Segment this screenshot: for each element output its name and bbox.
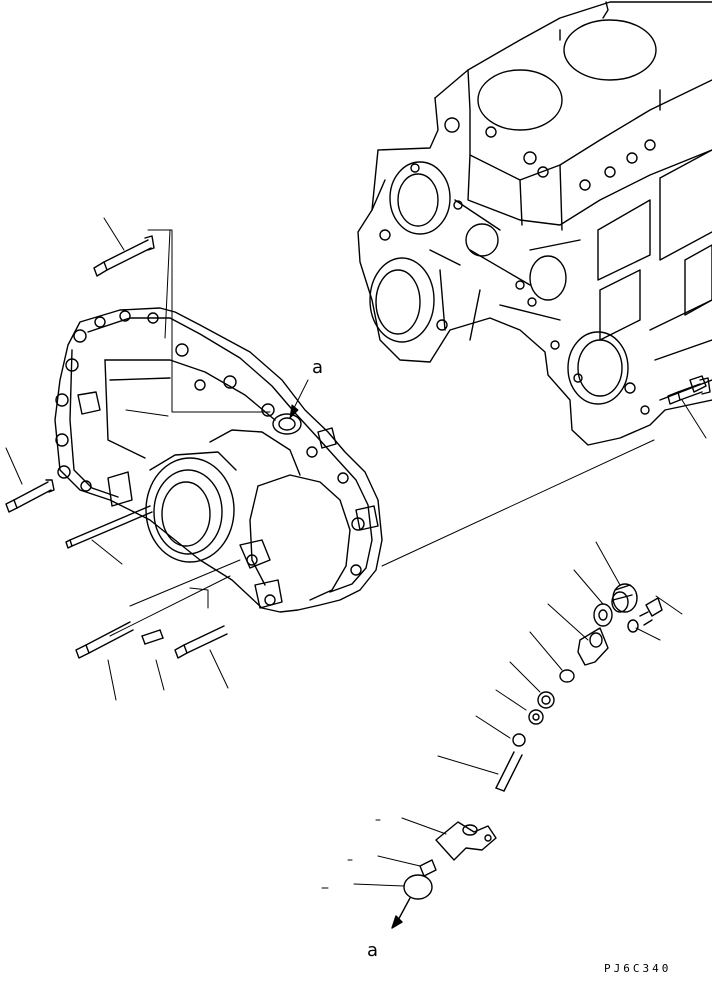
leader-lines: [5, 217, 707, 889]
breather-assembly: [391, 583, 663, 929]
engine-block: [357, 1, 712, 446]
front-cover: [54, 307, 383, 613]
drawing-code: PJ6C340: [604, 962, 671, 975]
callout-a-top: a: [312, 357, 323, 378]
fasteners: [5, 235, 711, 659]
callout-a-bottom: a: [367, 940, 378, 961]
